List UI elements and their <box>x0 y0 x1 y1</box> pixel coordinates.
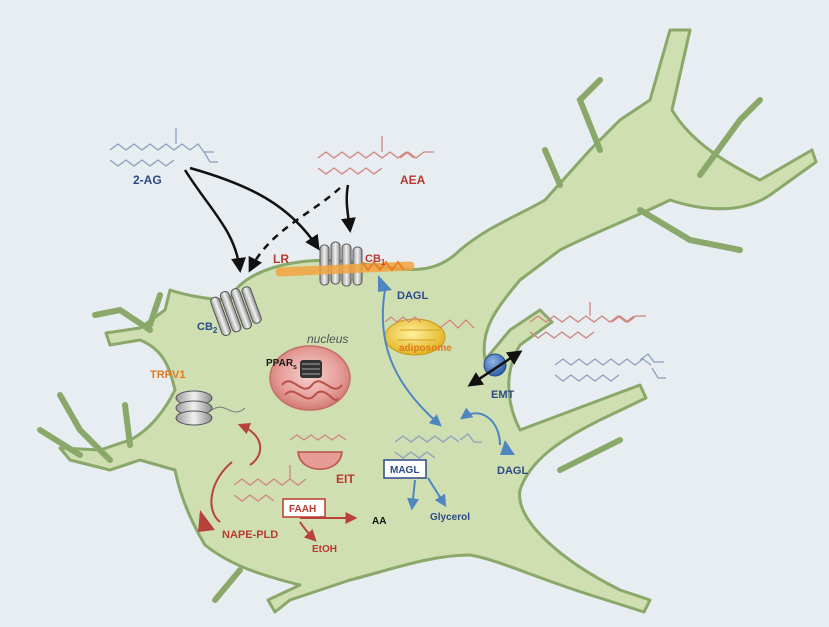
lr-label: LR <box>273 252 289 266</box>
dagl-right-label: DAGL <box>497 465 528 477</box>
aa-label: AA <box>372 516 386 527</box>
nucleus-label: nucleus <box>307 332 348 346</box>
dagl-top-label: DAGL <box>397 290 428 302</box>
nape-pld-label: NAPE-PLD <box>222 529 278 541</box>
magl-label: MAGL <box>390 465 419 476</box>
trpv1-label: TRPV1 <box>150 369 185 381</box>
adiposome-label: adiposome <box>399 343 452 354</box>
eit-label: EIT <box>336 472 355 486</box>
emt-label: EMT <box>491 389 515 401</box>
etoh-label: EtOH <box>312 544 337 555</box>
2ag-label: 2-AG <box>133 173 162 187</box>
ppar-receptor <box>300 360 322 378</box>
faah-label: FAAH <box>289 504 316 515</box>
aea-label: AEA <box>400 173 426 187</box>
glycerol-label: Glycerol <box>430 512 470 523</box>
